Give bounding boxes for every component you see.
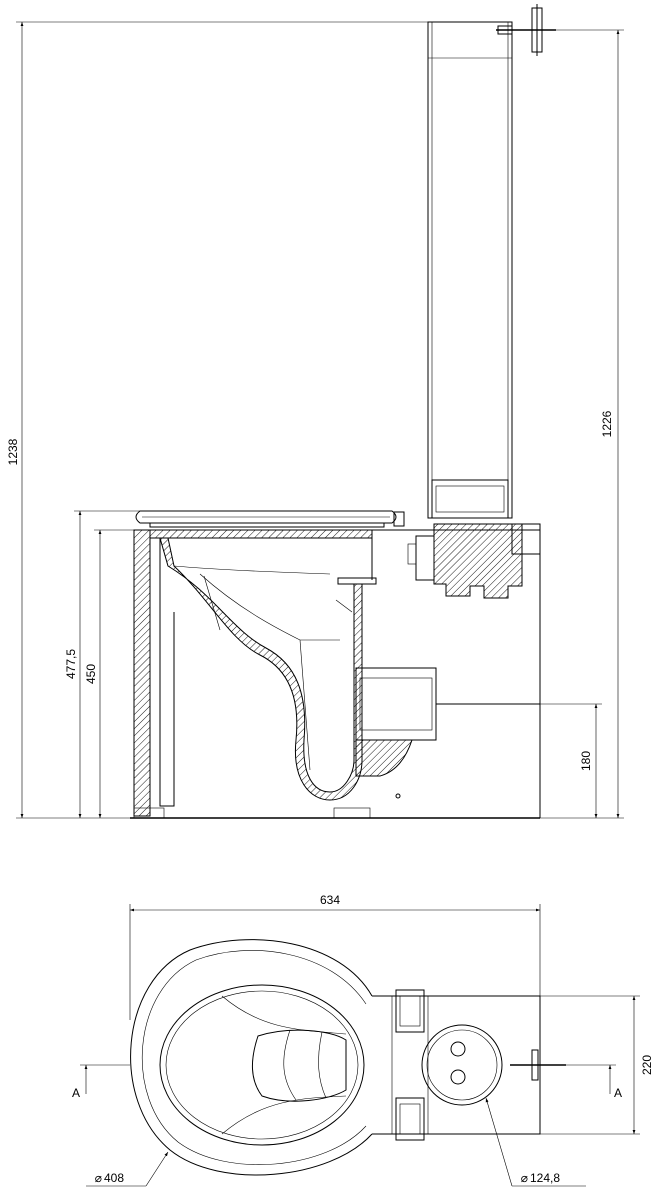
dim-1238-label: 1238 (6, 438, 20, 465)
port-lower (450, 1069, 466, 1085)
cistern-column (427, 21, 513, 519)
section-line-a-a: A A (72, 1064, 622, 1100)
side-view: 1238 1226 477,5 450 180 (6, 4, 624, 819)
dim-220-label: 220 (640, 1055, 654, 1075)
outlet-pipe (355, 667, 540, 777)
dim-diameter-124-8: ⌀ 124,8 (485, 1097, 586, 1187)
seat-hinges (395, 989, 425, 1141)
seat-lid (135, 510, 405, 528)
diameter-symbol-408: ⌀ (95, 1171, 102, 1185)
dim-634-label: 634 (320, 893, 340, 907)
dim-477-5-label: 477,5 (64, 649, 78, 679)
dim-477-5: 477,5 (64, 510, 140, 818)
dim-220: 220 (540, 995, 654, 1135)
top-view: A A 634 220 ⌀ 408 ⌀ 124, (72, 893, 654, 1187)
dim-180: 180 (540, 703, 602, 818)
section-marker-right: A (614, 1086, 622, 1100)
dim-450: 450 (84, 529, 134, 818)
top-fitting (496, 4, 556, 56)
diameter-symbol-124-8: ⌀ (521, 1171, 528, 1185)
dim-diameter-408: ⌀ 408 (86, 1151, 169, 1187)
bowl-body (133, 529, 541, 818)
top-bowl (130, 939, 373, 1176)
dim-1226-label: 1226 (600, 410, 614, 437)
floor-base (130, 793, 540, 819)
dim-diameter-408-label: 408 (104, 1171, 124, 1185)
dim-diameter-124-8-label: 124,8 (530, 1171, 560, 1185)
dim-450-label: 450 (84, 664, 98, 684)
dim-1238: 1238 (6, 21, 428, 819)
cistern-base-section (407, 523, 541, 599)
port-upper (450, 1041, 466, 1057)
section-marker-left: A (72, 1086, 80, 1100)
dim-1226: 1226 (540, 29, 624, 819)
top-tank-outline (372, 995, 566, 1135)
dim-634: 634 (129, 893, 541, 1020)
bowl-trap-section (159, 537, 363, 807)
dim-180-label: 180 (579, 751, 593, 771)
